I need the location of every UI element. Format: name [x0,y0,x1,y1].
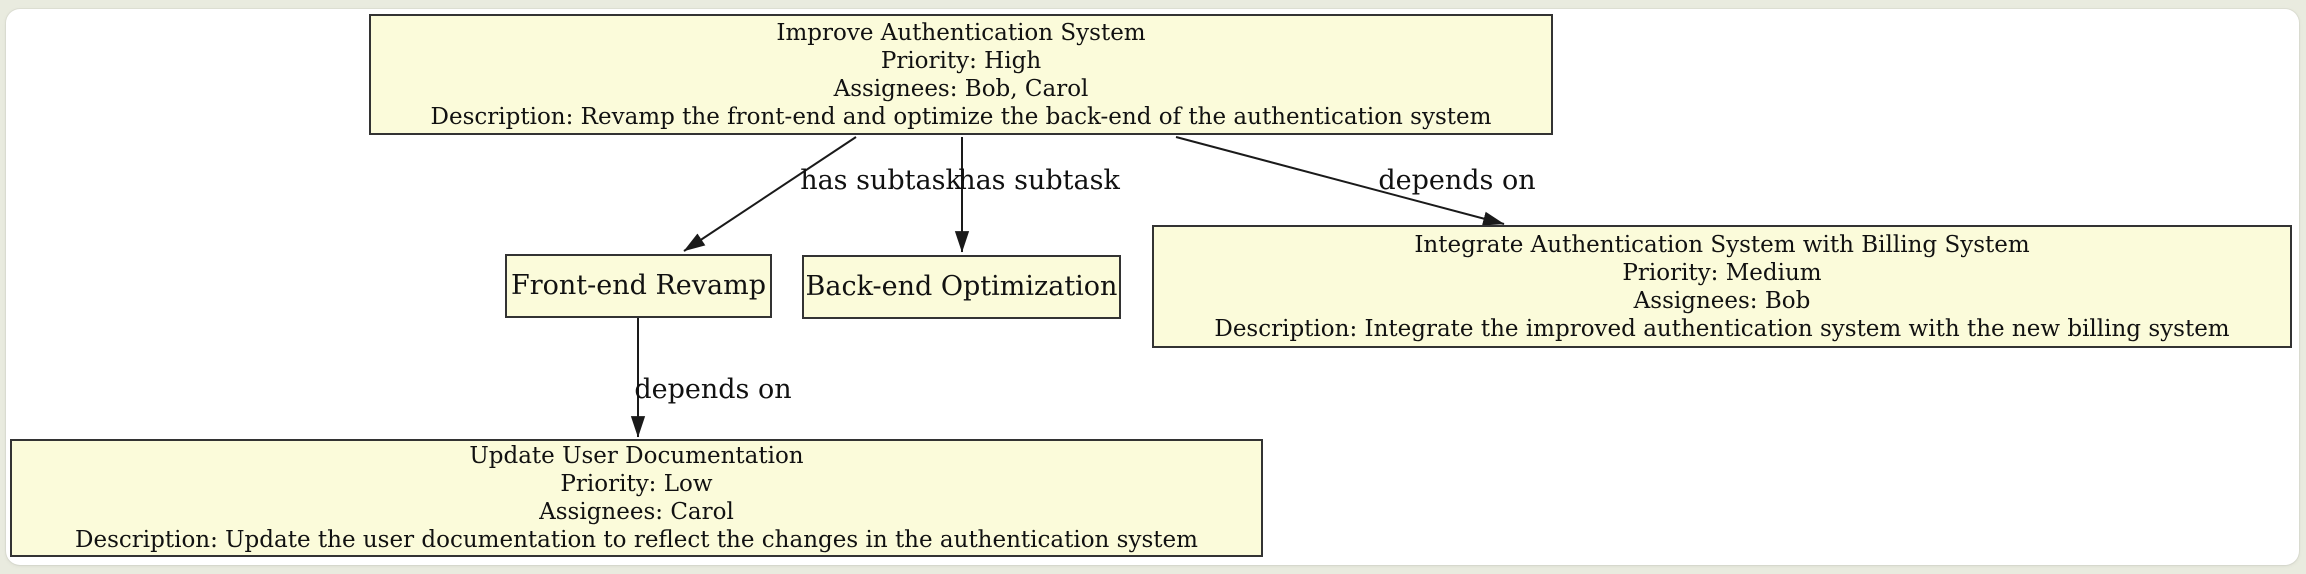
node-description: Description: Integrate the improved auth… [1214,315,2230,342]
node-backend-optimization: Back-end Optimization [802,255,1121,319]
node-assignees: Assignees: Bob [1633,287,1811,314]
node-priority: Priority: High [880,47,1042,74]
edge-label-has-subtask-2: has subtask [958,165,1120,196]
node-priority: Priority: Low [560,471,713,497]
node-assignees: Assignees: Bob, Carol [833,75,1089,102]
node-title: Integrate Authentication System with Bil… [1414,231,2030,258]
node-priority: Priority: Medium [1622,259,1822,286]
node-title: Update User Documentation [469,443,804,469]
edge-label-has-subtask-1: has subtask [800,165,962,196]
node-description: Description: Revamp the front-end and op… [430,103,1492,130]
node-integrate-billing: Integrate Authentication System with Bil… [1152,225,2292,348]
node-title: Back-end Optimization [805,271,1118,302]
node-update-docs: Update User Documentation Priority: Low … [10,439,1263,557]
node-assignees: Assignees: Carol [539,499,734,525]
edge-label-depends-on-1: depends on [1378,165,1536,196]
node-title: Improve Authentication System [776,19,1146,46]
node-frontend-revamp: Front-end Revamp [505,254,772,318]
edge-label-depends-on-2: depends on [634,374,792,405]
node-description: Description: Update the user documentati… [75,527,1198,553]
node-title: Front-end Revamp [510,270,767,301]
node-improve-auth: Improve Authentication System Priority: … [369,14,1553,135]
